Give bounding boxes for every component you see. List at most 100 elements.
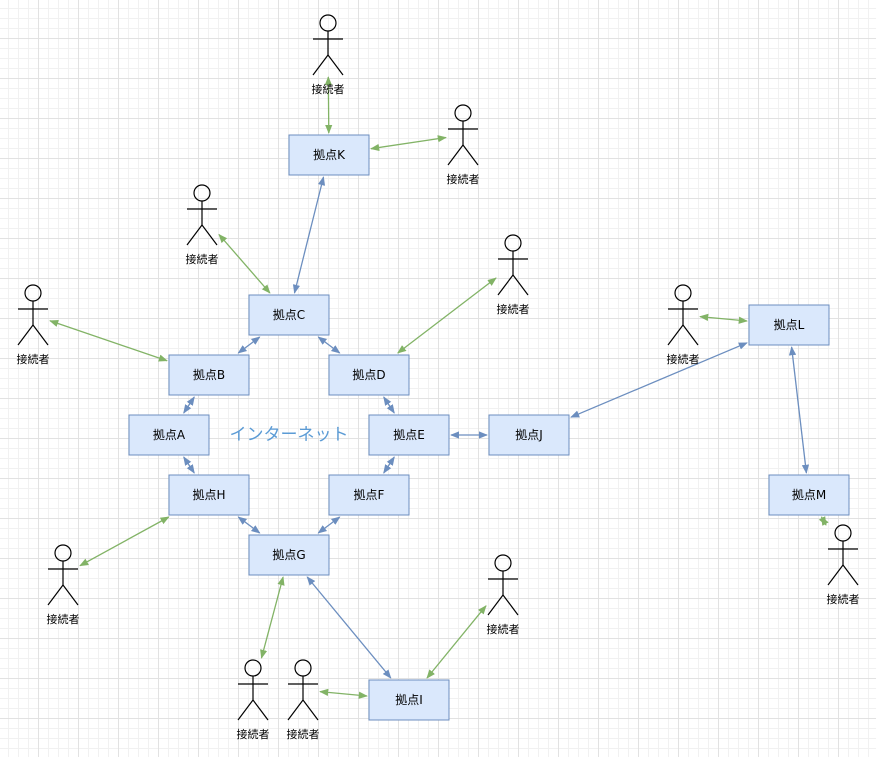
link-f-g	[317, 516, 341, 534]
site-node-box	[488, 414, 570, 456]
person-icon	[17, 284, 49, 346]
link-u6-l	[699, 313, 748, 324]
person-icon	[237, 659, 269, 721]
connector-actor: 接続者	[497, 234, 530, 316]
link-u11-m	[818, 516, 829, 526]
site-node-box	[328, 474, 410, 516]
actor-label: 接続者	[827, 592, 860, 606]
actor-label: 接続者	[47, 612, 80, 626]
site-node-box	[248, 294, 330, 336]
internet-label: インターネット	[230, 425, 349, 445]
site-node-box	[368, 414, 450, 456]
site-node-g: 拠点G	[248, 534, 330, 576]
link-b-a	[183, 396, 195, 414]
site-node-f: 拠点F	[328, 474, 410, 516]
site-node-label: 拠点B	[193, 368, 225, 382]
connection-lines	[49, 76, 829, 699]
link-u7-h	[79, 516, 170, 567]
site-node-box	[168, 354, 250, 396]
link-c-b	[237, 336, 261, 354]
actor-label: 接続者	[447, 172, 480, 186]
connector-actor: 接続者	[487, 554, 520, 636]
link-u3-c	[218, 233, 271, 294]
connector-actor: 接続者	[47, 544, 80, 626]
site-node-label: 拠点L	[774, 318, 805, 332]
connector-actor: 接続者	[287, 659, 320, 741]
site-node-box	[128, 414, 210, 456]
link-u10-i	[319, 688, 368, 699]
site-node-l: 拠点L	[748, 304, 830, 346]
site-node-label: 拠点E	[393, 428, 425, 442]
site-node-m: 拠点M	[768, 474, 850, 516]
connector-actor: 接続者	[312, 14, 345, 96]
link-g-i	[306, 576, 392, 679]
actor-label: 接続者	[237, 727, 270, 741]
site-node-box	[288, 134, 370, 176]
site-node-k: 拠点K	[288, 134, 370, 176]
site-node-label: 拠点I	[395, 693, 423, 707]
site-node-i: 拠点I	[368, 679, 450, 721]
site-node-box	[248, 534, 330, 576]
person-icon	[47, 544, 79, 606]
actor-label: 接続者	[667, 352, 700, 366]
connector-actor: 接続者	[667, 284, 700, 366]
site-node-label: 拠点H	[192, 488, 225, 502]
site-nodes: 拠点K 拠点C 拠点B 拠点D 拠点A 拠点E 拠点J 拠点H 拠点F 拠点G 拠点I 拠点L 拠点M	[128, 134, 850, 721]
link-e-f	[383, 456, 395, 474]
site-node-label: 拠点J	[515, 428, 543, 442]
site-node-label: 拠点F	[354, 488, 385, 502]
person-icon	[827, 524, 859, 586]
person-icon	[667, 284, 699, 346]
site-node-label: 拠点K	[313, 148, 346, 162]
site-node-label: 拠点M	[792, 488, 826, 502]
link-u9-g	[260, 576, 285, 659]
link-k-c	[292, 176, 326, 294]
actor-label: 接続者	[497, 302, 530, 316]
actor-label: 接続者	[487, 622, 520, 636]
connector-actor: 接続者	[237, 659, 270, 741]
site-node-box	[328, 354, 410, 396]
link-a-h	[183, 456, 195, 474]
link-u4-d	[397, 277, 497, 354]
actor-label: 接続者	[312, 82, 345, 96]
site-node-d: 拠点D	[328, 354, 410, 396]
link-c-d	[317, 336, 341, 354]
person-icon	[447, 104, 479, 166]
link-l-m	[788, 346, 810, 474]
site-node-label: 拠点G	[272, 548, 305, 562]
site-node-j: 拠点J	[488, 414, 570, 456]
link-u5-b	[49, 319, 168, 362]
site-node-box	[748, 304, 830, 346]
connector-actor: 接続者	[186, 184, 219, 266]
site-node-c: 拠点C	[248, 294, 330, 336]
site-node-box	[368, 679, 450, 721]
site-node-a: 拠点A	[128, 414, 210, 456]
link-u2-k	[370, 135, 447, 152]
site-node-box	[168, 474, 250, 516]
person-icon	[487, 554, 519, 616]
link-u1-k	[324, 76, 333, 134]
person-icon	[186, 184, 218, 246]
site-node-box	[768, 474, 850, 516]
site-node-label: 拠点C	[273, 308, 305, 322]
site-node-b: 拠点B	[168, 354, 250, 396]
person-icon	[497, 234, 529, 296]
site-node-h: 拠点H	[168, 474, 250, 516]
site-node-label: 拠点D	[352, 368, 385, 382]
link-j-l	[570, 342, 748, 418]
connector-actor: 接続者	[827, 524, 860, 606]
person-icon	[312, 14, 344, 76]
connector-actor: 接続者	[17, 284, 50, 366]
actor-label: 接続者	[17, 352, 50, 366]
link-h-g	[237, 516, 261, 534]
actor-label: 接続者	[287, 727, 320, 741]
person-icon	[287, 659, 319, 721]
site-node-label: 拠点A	[153, 428, 186, 442]
site-node-e: 拠点E	[368, 414, 450, 456]
connector-actors: 接続者接続者接続者接続者接続者接続者接続者接続者接続者接続者接続者	[17, 14, 860, 741]
link-d-e	[383, 396, 395, 414]
connector-actor: 接続者	[447, 104, 480, 186]
link-u8-i	[426, 605, 487, 679]
actor-label: 接続者	[186, 252, 219, 266]
